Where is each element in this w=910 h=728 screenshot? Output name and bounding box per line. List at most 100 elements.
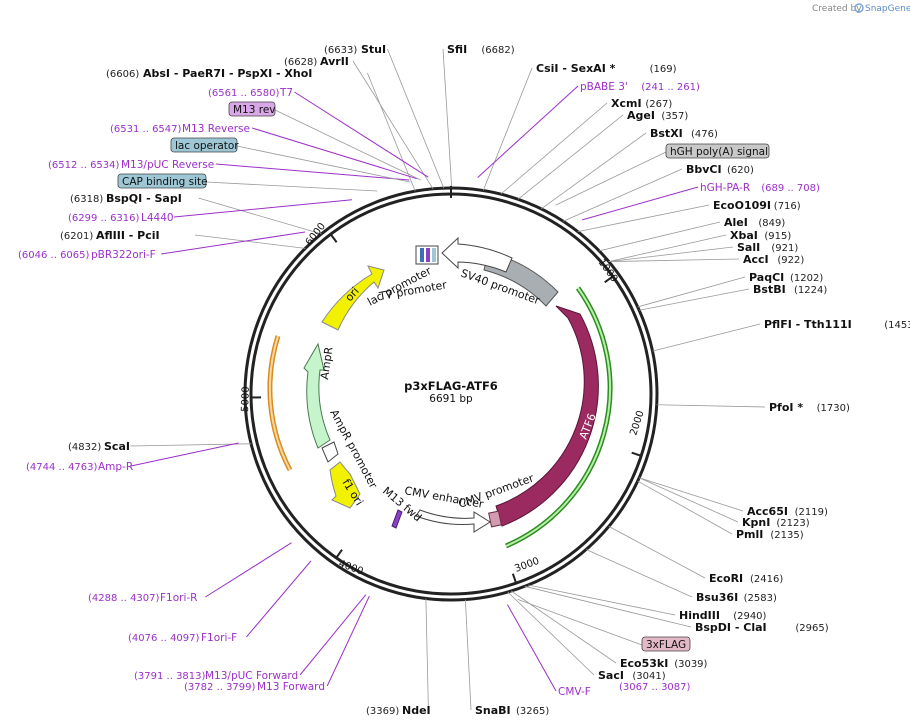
boxed-label: hGH poly(A) signal <box>670 146 768 158</box>
feature-ampr <box>303 342 331 449</box>
primer-label: Amp-R <box>98 461 133 473</box>
site-position: (476) <box>691 129 718 140</box>
primer-label: L4440 <box>141 212 174 224</box>
site-position: (169) <box>650 64 677 75</box>
site-label-right: Acc65I <box>747 505 788 518</box>
site-position: (1224) <box>794 285 827 296</box>
site-label-right: CsiI - SexAI * <box>536 62 616 75</box>
site-position: (3369) <box>366 706 399 717</box>
primer-label: M13 Reverse <box>182 123 250 135</box>
snapgene-logo-icon <box>854 3 864 13</box>
site-position: (922) <box>777 255 804 266</box>
site-position: (1730) <box>817 403 850 414</box>
site-position: (6318) <box>70 194 103 205</box>
tick-label: 6000 <box>304 221 328 248</box>
boxed-label: lac operator <box>175 140 239 152</box>
site-label-left: AvrII <box>320 55 349 68</box>
feature-label-ampr: AmpR <box>318 346 335 381</box>
site-label-right: BspDI - ClaI <box>695 621 767 634</box>
site-position: (2940) <box>733 611 766 622</box>
boxed-label-bg <box>641 636 691 652</box>
primer-position: (6531 .. 6547) <box>110 124 182 135</box>
primer-label: pBABE 3' <box>580 81 628 93</box>
tick-label: 3000 <box>513 556 541 575</box>
site-label-right: HindIII <box>679 609 720 622</box>
primer-position: (6561 .. 6580) <box>208 88 280 99</box>
boxed-label-bg <box>228 101 276 117</box>
tick-2000 <box>631 451 642 457</box>
tick-1000 <box>604 275 614 284</box>
tick-6000 <box>329 233 338 243</box>
site-position: (2119) <box>795 507 828 518</box>
primer-position: (689 .. 708) <box>761 183 820 194</box>
primer-position: (6046 .. 6065) <box>18 250 90 261</box>
site-label-right: PmlI <box>736 528 763 541</box>
site-position: (1202) <box>790 273 823 284</box>
site-position: (2135) <box>770 530 803 541</box>
tick-4000 <box>335 549 343 559</box>
site-label-right: AgeI <box>627 109 655 122</box>
site-label-left: AflIII - PciI <box>96 229 160 242</box>
labels-right: SfiI(6682)CsiI - SexAI *(169)XcmI(267)Ag… <box>447 43 910 717</box>
site-label-right: XcmI <box>611 97 642 110</box>
primer-position: (6299 .. 6316) <box>68 213 140 224</box>
site-position: (3265) <box>516 706 549 717</box>
site-label-right: KpnI <box>742 516 770 529</box>
site-label-right: Bsu36I <box>696 591 738 604</box>
primer-label: F1ori-R <box>160 592 197 604</box>
primer-label: F1ori-F <box>201 632 237 644</box>
site-label-right: EcoRI <box>709 572 743 585</box>
site-position: (6682) <box>481 45 514 56</box>
site-label-left: NdeI <box>402 704 431 717</box>
tick-label: 2000 <box>628 409 646 437</box>
primer-position: (3067 .. 3087) <box>619 682 691 693</box>
site-label-left: ScaI <box>104 440 130 453</box>
site-label-right: SfiI <box>447 43 467 56</box>
site-position: (357) <box>661 111 688 122</box>
primer-position: (3782 .. 3799) <box>184 682 256 693</box>
feature-m13-fwd <box>391 509 403 529</box>
primer-label: T7 <box>279 87 293 99</box>
site-label-right: BbvCI <box>686 163 722 176</box>
site-label-left: BspQI - SapI <box>106 192 182 205</box>
feature-ampr-promoter <box>321 441 339 463</box>
site-label-right: XbaI <box>730 229 758 242</box>
feature-ori <box>321 265 385 331</box>
feature-atf6 <box>495 305 599 527</box>
primer-position: (4288 .. 4307) <box>88 593 160 604</box>
boxed-label: CAP binding site <box>122 176 208 188</box>
primer-position: (4076 .. 4097) <box>128 633 200 644</box>
feature-3xflag <box>488 510 502 528</box>
site-position: (6606) <box>106 69 139 80</box>
leader-lines <box>130 48 766 711</box>
site-position: (3039) <box>674 659 707 670</box>
plasmid-size: 6691 bp <box>429 393 473 405</box>
primer-position: (6512 .. 6534) <box>48 160 120 171</box>
site-label-right: EcoO109I <box>713 199 771 212</box>
credit-text: Created by <box>812 4 862 14</box>
feature-f1ori <box>329 461 361 509</box>
tick-label: 5000 <box>240 386 252 412</box>
site-position: (716) <box>774 201 801 212</box>
site-label-right: SnaBI <box>475 704 511 717</box>
boxed-label-bg <box>665 143 770 159</box>
site-position: (2965) <box>795 623 828 634</box>
primer-position: (3791 .. 3813) <box>134 671 206 682</box>
labels-primers: pBABE 3'(241 .. 261)hGH-PA-R(689 .. 708)… <box>18 81 820 698</box>
site-label-right: AccI <box>743 253 769 266</box>
snapgene-brand: SnapGene <box>865 4 910 14</box>
primer-position: (241 .. 261) <box>641 82 700 93</box>
site-position: (2583) <box>744 593 777 604</box>
site-label-right: PfoI * <box>769 401 803 414</box>
primer-label: M13/pUC Reverse <box>121 159 214 171</box>
site-label-left: StuI <box>361 43 386 56</box>
site-position: (3041) <box>632 671 665 682</box>
site-label-right: PaqCI <box>749 271 784 284</box>
site-position: (2123) <box>776 518 809 529</box>
boxed-label: 3xFLAG <box>646 639 686 651</box>
site-label-right: Eco53kI <box>620 657 668 670</box>
site-position: (921) <box>771 243 798 254</box>
site-label-right: BstBI <box>753 283 786 296</box>
plasmid-name: p3xFLAG-ATF6 <box>404 379 498 393</box>
